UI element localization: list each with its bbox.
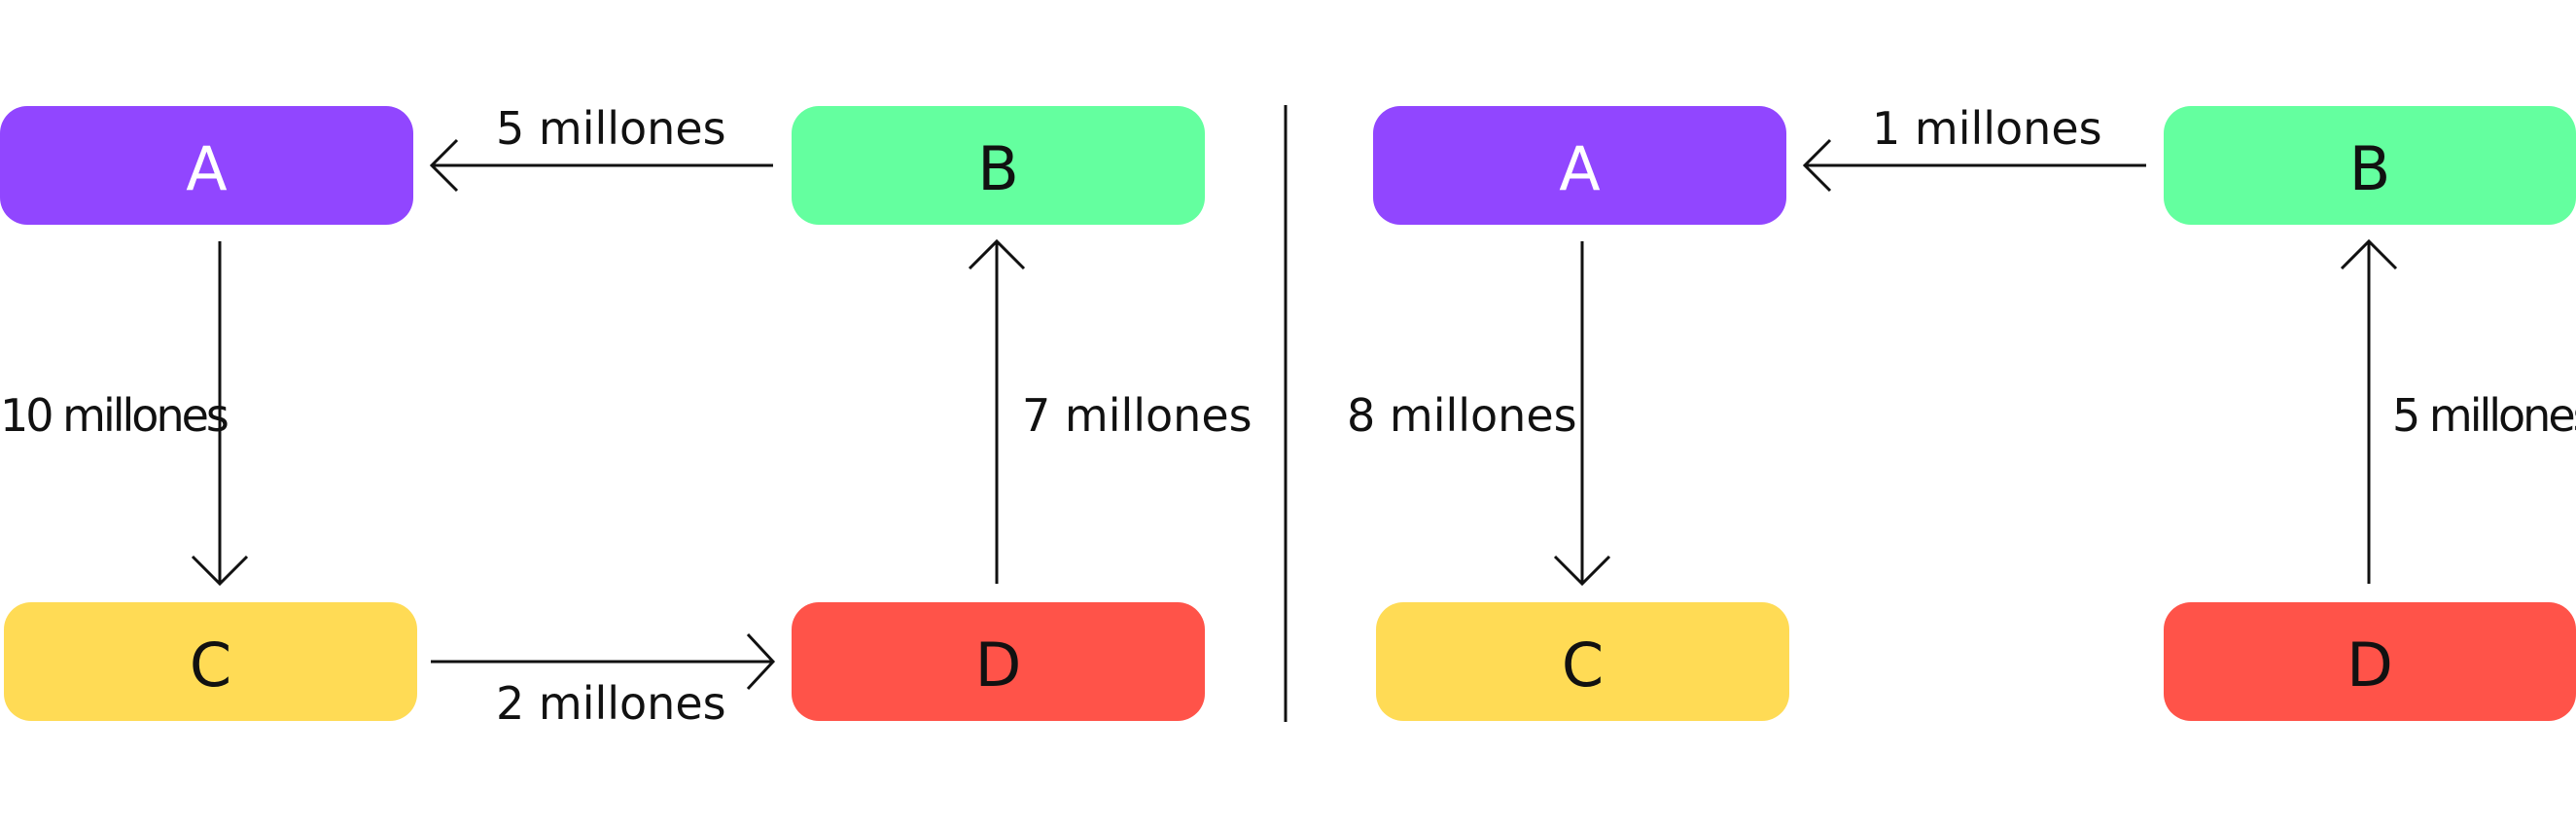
- right-node-a: A: [1373, 106, 1786, 225]
- right-node-d: D: [2164, 602, 2576, 721]
- right-edge-label-b-to-a: 1 millones: [1872, 102, 2102, 155]
- left-node-b: B: [792, 106, 1205, 225]
- right-node-b-label: B: [2348, 133, 2391, 204]
- left-node-a-label: A: [186, 133, 228, 204]
- left-node-b-label: B: [977, 133, 1019, 204]
- right-node-c: C: [1376, 602, 1789, 721]
- left-node-c: C: [4, 602, 417, 721]
- left-node-d: D: [792, 602, 1205, 721]
- right-edge-label-a-to-c: 8 millones: [1347, 389, 1577, 442]
- left-node-d-label: D: [974, 629, 1022, 701]
- left-edge-label-a-to-c: 10 millones: [0, 389, 229, 442]
- left-edge-label-d-to-b: 7 millones: [1022, 389, 1253, 442]
- left-arrow-d-to-b: [968, 238, 1026, 584]
- right-node-d-label: D: [2347, 629, 2393, 701]
- right-edge-label-d-to-b: 5 millones: [2392, 389, 2576, 442]
- left-node-c-label: C: [189, 629, 232, 701]
- left-edge-label-b-to-a: 5 millones: [496, 102, 726, 155]
- left-arrow-c-to-d: [431, 632, 776, 691]
- right-node-c-label: C: [1561, 629, 1605, 701]
- left-edge-label-c-to-d: 2 millones: [496, 677, 726, 730]
- left-arrow-a-to-c: [191, 241, 249, 587]
- left-arrow-b-to-a: [429, 138, 773, 193]
- left-node-a: A: [0, 106, 413, 225]
- right-arrow-b-to-a: [1802, 138, 2146, 193]
- right-arrow-a-to-c: [1553, 241, 1611, 587]
- right-node-a-label: A: [1559, 133, 1601, 204]
- right-arrow-d-to-b: [2340, 238, 2398, 584]
- right-node-b: B: [2164, 106, 2576, 225]
